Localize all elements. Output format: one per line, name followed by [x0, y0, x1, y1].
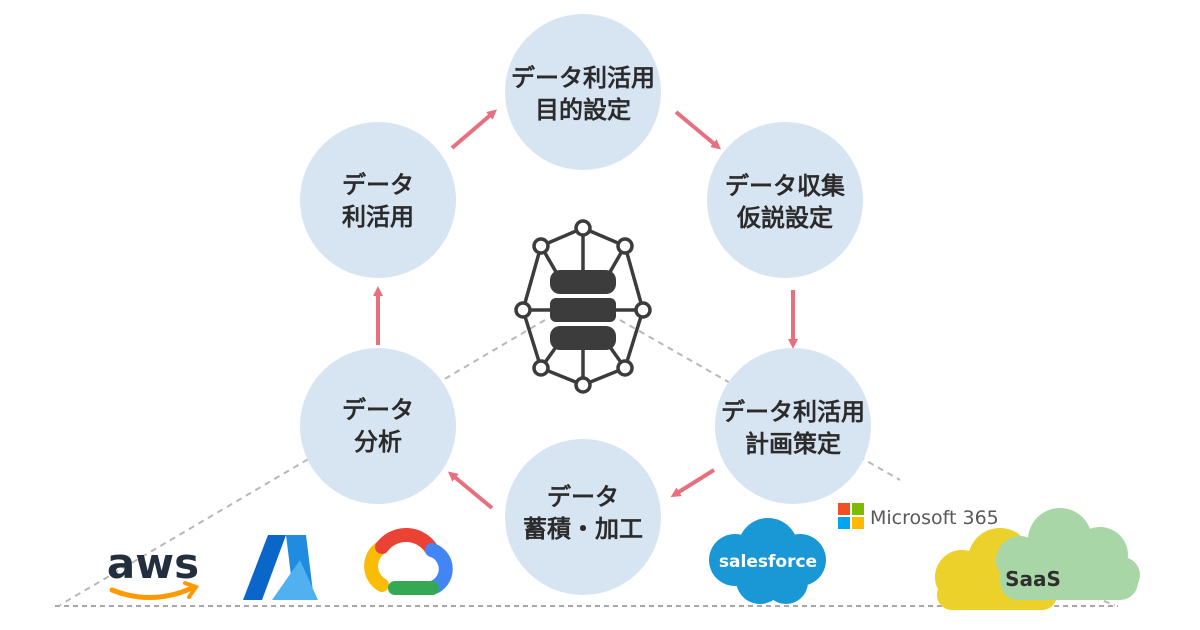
node-collect-line2: 仮説設定	[736, 204, 833, 232]
node-plan-line1: データ利活用	[721, 398, 865, 426]
google-cloud-logo	[364, 528, 453, 595]
node-plan: データ利活用 計画策定	[715, 348, 871, 504]
node-store-line2: 蓄積・加工	[523, 515, 643, 543]
node-objective: データ利活用 目的設定	[505, 14, 661, 170]
microsoft-logo-text: Microsoft 365	[870, 507, 999, 529]
node-analyze-line1: データ	[342, 396, 414, 424]
node-store-line1: データ	[547, 483, 619, 511]
arrow-plan-to-store	[670, 468, 716, 498]
arrow-store-to-analyze	[447, 471, 494, 510]
aws-logo-text: aws	[107, 539, 199, 588]
node-collect: データ収集 仮説設定	[707, 122, 863, 278]
cycle-arrows	[373, 109, 798, 510]
arrow-utilize-to-objective	[450, 109, 498, 150]
salesforce-logo-text: salesforce	[719, 552, 817, 572]
microsoft-logo: Microsoft 365	[838, 503, 999, 529]
azure-logo	[243, 535, 318, 600]
arrow-objective-to-collect	[674, 110, 722, 150]
saas-label: SaaS	[1005, 567, 1061, 591]
database-network-icon	[514, 219, 652, 394]
aws-logo: aws	[107, 539, 200, 600]
saas-cloud-icon: SaaS	[935, 508, 1140, 610]
node-analyze: データ 分析	[300, 348, 456, 504]
node-utilize-line2: 利活用	[342, 203, 414, 231]
node-utilize: データ 利活用	[300, 122, 456, 278]
node-objective-line1: データ利活用	[511, 64, 655, 92]
node-collect-line1: データ収集	[725, 172, 846, 200]
node-objective-line2: 目的設定	[535, 96, 631, 124]
node-analyze-line2: 分析	[354, 428, 402, 456]
salesforce-logo: salesforce	[709, 518, 826, 604]
node-store: データ 蓄積・加工	[505, 439, 661, 595]
node-utilize-line1: データ	[342, 171, 414, 199]
node-plan-line2: 計画策定	[745, 430, 841, 458]
